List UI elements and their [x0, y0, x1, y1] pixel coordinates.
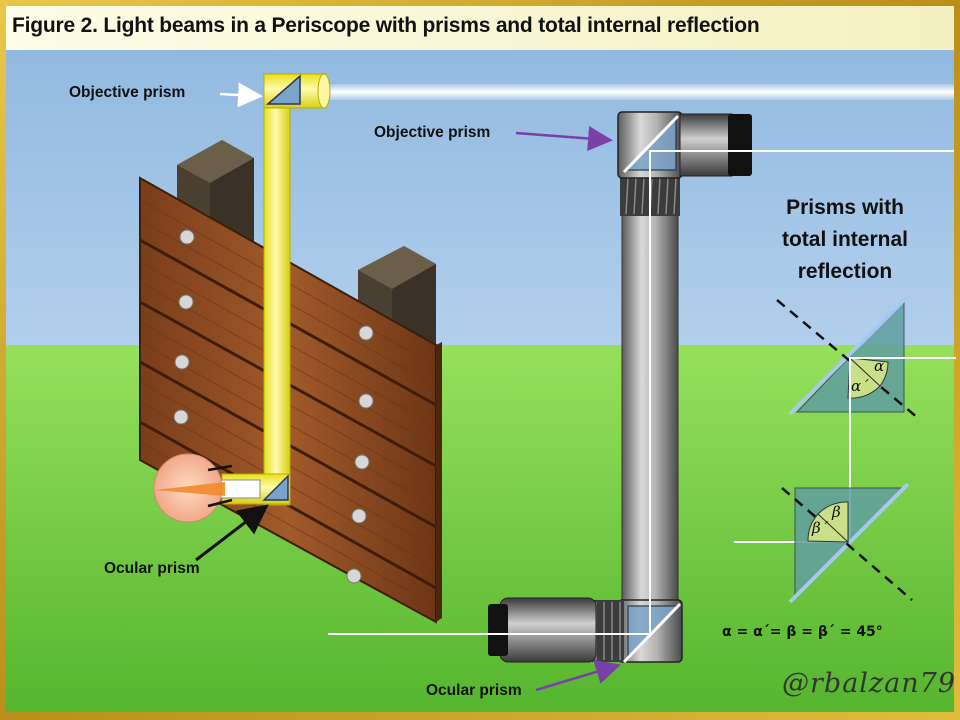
author-signature: @rbalzan79: [782, 668, 956, 699]
observer-eye: [153, 453, 233, 523]
left-ocular-prism-shape: [262, 474, 289, 501]
figure-title: Figure 2. Light beams in a Periscope wit…: [12, 14, 760, 37]
side-panel-title: Prisms with total internal reflection: [760, 192, 930, 288]
metal-periscope: [488, 111, 752, 664]
arrow-objective-right: [515, 126, 613, 151]
side-title-line-2: total internal: [781, 228, 908, 251]
angle-beta: β: [832, 503, 841, 521]
wall-nails: [173, 229, 374, 584]
title-band: [6, 6, 954, 50]
side-title-line-3: reflection: [797, 260, 893, 283]
angle-formula: α = α´= β = β´ = 45°: [722, 624, 883, 640]
angle-alpha-prime: α´: [851, 377, 869, 395]
yellow-periscope: [211, 73, 331, 506]
label-ocular-prism-left: Ocular prism: [104, 560, 200, 577]
arrow-ocular-left: [195, 504, 269, 562]
prism-detail-diagram: [734, 296, 956, 604]
angle-alpha: α: [874, 357, 885, 375]
side-title-line-1: Prisms with: [786, 196, 904, 219]
angle-beta-prime: β´: [812, 519, 829, 537]
label-ocular-prism-right: Ocular prism: [426, 682, 522, 699]
arrow-objective-left: [219, 82, 263, 108]
incoming-light-beam: [325, 84, 954, 100]
left-objective-prism-shape: [266, 74, 301, 105]
metal-periscope-light-path: [328, 150, 954, 635]
label-objective-prism-right: Objective prism: [374, 124, 491, 141]
label-objective-prism-left: Objective prism: [69, 84, 186, 101]
arrow-ocular-right: [535, 659, 621, 692]
